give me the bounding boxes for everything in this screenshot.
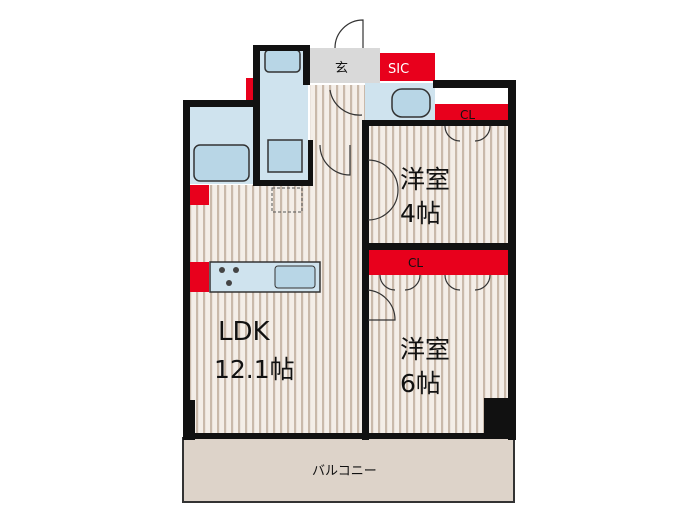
sink-icon [264, 49, 301, 73]
stove-burner-icon [233, 267, 239, 273]
toilet-door-icon [329, 89, 363, 116]
hall-floor [310, 85, 365, 265]
ldk-size-label: 12.1帖 [214, 355, 295, 384]
storage-small-1 [189, 185, 209, 205]
western-room-2-size: 6帖 [400, 369, 441, 398]
western-room-1-size: 4帖 [400, 199, 441, 228]
balcony-area [182, 437, 515, 503]
ldk-label: LDK [218, 317, 271, 347]
room1-door-icon [367, 159, 399, 221]
shoe-closet-block [380, 53, 435, 81]
storage-small-3 [246, 78, 256, 103]
stove-burner-icon [219, 267, 225, 273]
storage-small-2 [189, 262, 209, 292]
entrance-door-icon [334, 19, 364, 49]
entrance-label: 玄 [335, 61, 348, 76]
closet-upper-block [435, 104, 513, 124]
hall-door-icon [319, 144, 351, 176]
closet-door-icon [379, 274, 421, 291]
toilet-icon [391, 88, 431, 118]
closet-door-icon [444, 274, 491, 291]
shoe-closet-label: SIC [388, 62, 409, 77]
kitchen-sink-icon [274, 265, 316, 289]
washbasin-icon [267, 139, 303, 173]
western-room-2-label: 洋室 [400, 335, 450, 364]
entrance-floor [310, 48, 380, 83]
closet-lower-label: CL [408, 256, 423, 270]
closet-door-icon [444, 125, 491, 142]
bathtub-icon [193, 144, 250, 182]
room2-door-icon [367, 289, 396, 321]
laundry-pan-icon [271, 187, 303, 213]
closet-lower-block [368, 250, 513, 275]
western-room-1-floor [368, 126, 513, 246]
closet-upper-label: CL [460, 108, 475, 122]
balcony-label: バルコニー [312, 464, 377, 479]
stove-burner-icon [226, 280, 232, 286]
western-room-1-label: 洋室 [400, 165, 450, 194]
